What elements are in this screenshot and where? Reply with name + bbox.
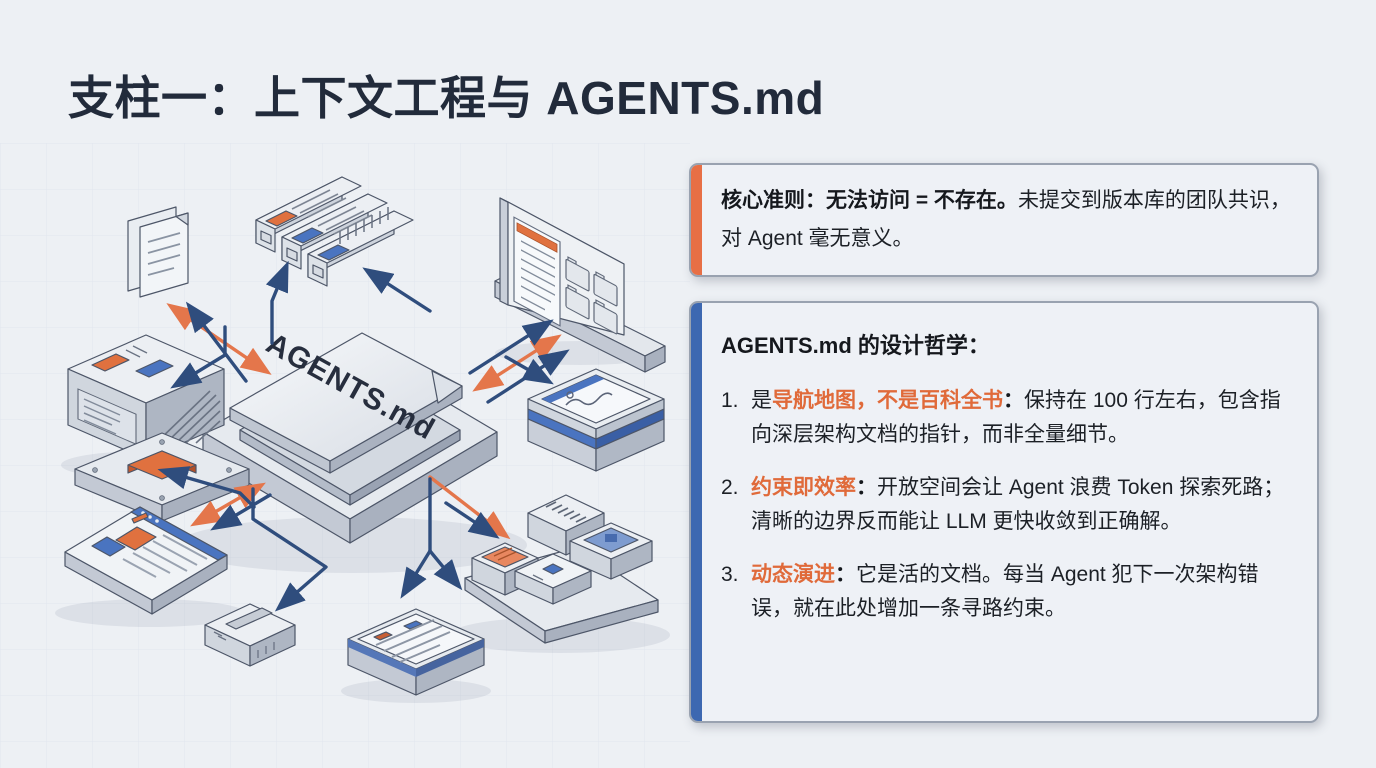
item-highlight: 约束即效率 xyxy=(751,475,856,499)
arrow-navy-docbox-branch xyxy=(400,549,432,599)
principle-panel: 核心准则：无法访问 = 不存在。未提交到版本库的团队共识，对 Agent 毫无意… xyxy=(689,163,1319,277)
browser-node xyxy=(64,506,228,615)
item-colon: ： xyxy=(856,475,877,499)
item-text: 约束即效率：开放空间会让 Agent 浪费 Token 探索死路；清晰的边界反而… xyxy=(751,471,1293,539)
item-number: 2. xyxy=(721,475,739,499)
item-highlight: 导航地图，不是百科全书 xyxy=(772,388,1003,412)
context-diagram: AGENTS.md xyxy=(0,143,690,768)
arrow-navy-cluster xyxy=(444,501,500,539)
item-text: 是导航地图，不是百科全书：保持在 100 行左右，包含指向深层架构文档的指针，而… xyxy=(751,384,1293,452)
agents-md-node: AGENTS.md xyxy=(202,327,498,544)
arrow-navy-layered-box xyxy=(504,355,554,385)
principle-text: 核心准则：无法访问 = 不存在。未提交到版本库的团队共识，对 Agent 毫无意… xyxy=(702,165,1317,275)
small-box-node xyxy=(204,603,296,667)
blue-accent-bar xyxy=(691,303,702,721)
arrow-navy-docs xyxy=(185,301,248,383)
item-body: 保持在 100 行左右，包含指向深层架构文档的指针，而非全量细节。 xyxy=(751,388,1281,446)
philosophy-panel: AGENTS.md 的设计哲学： 1. 是导航地图，不是百科全书：保持在 100… xyxy=(689,301,1319,723)
item-highlight: 动态演进 xyxy=(751,562,835,586)
arrow-orange-browser xyxy=(190,482,266,527)
item-number: 3. xyxy=(721,562,739,586)
page-title: 支柱一：上下文工程与 AGENTS.md xyxy=(68,72,825,124)
arrow-navy-chip xyxy=(157,466,256,509)
arrow-navy-modules-right xyxy=(362,267,432,313)
doc-sheet-node xyxy=(347,608,485,696)
arrow-navy-small-box xyxy=(251,487,328,612)
layered-box-node xyxy=(527,368,665,472)
principle-lead: 核心准则：无法访问 = 不存在。 xyxy=(721,189,1018,212)
item-number: 1. xyxy=(721,388,739,412)
arrow-navy-modules xyxy=(265,260,289,345)
philosophy-item-1: 1. 是导航地图，不是百科全书：保持在 100 行左右，包含指向深层架构文档的指… xyxy=(721,384,1293,452)
item-body: 开放空间会让 Agent 浪费 Token 探索死路；清晰的边界反而能让 LLM… xyxy=(751,475,1285,533)
module-stack-node xyxy=(255,176,414,287)
arrow-navy-browser xyxy=(210,493,272,531)
screen-node xyxy=(494,197,666,373)
item-colon: ： xyxy=(1003,388,1024,412)
cluster-node xyxy=(464,494,659,644)
arrow-navy-cube xyxy=(170,325,227,389)
arrow-navy-screen-1 xyxy=(468,319,554,375)
philosophy-item-2: 2. 约束即效率：开放空间会让 Agent 浪费 Token 探索死路；清晰的边… xyxy=(721,471,1293,539)
philosophy-item-3: 3. 动态演进：它是活的文档。每当 Agent 犯下一次架构错误，就在此处增加一… xyxy=(721,558,1293,626)
philosophy-heading: AGENTS.md 的设计哲学： xyxy=(721,333,990,358)
item-body: 它是活的文档。每当 Agent 犯下一次架构错误，就在此处增加一条寻路约束。 xyxy=(751,562,1259,620)
arrow-navy-cluster-branch xyxy=(428,549,463,591)
connection-arrows xyxy=(157,260,570,612)
principle-body: 未提交到版本库的团队共识，对 Agent 毫无意义。 xyxy=(721,189,1291,250)
philosophy-content: AGENTS.md 的设计哲学： 1. 是导航地图，不是百科全书：保持在 100… xyxy=(702,303,1317,721)
item-colon: ： xyxy=(835,562,856,586)
orange-accent-bar xyxy=(691,165,702,275)
documents-node xyxy=(127,206,189,298)
item-pre: 是 xyxy=(751,388,772,412)
item-text: 动态演进：它是活的文档。每当 Agent 犯下一次架构错误，就在此处增加一条寻路… xyxy=(751,558,1293,626)
